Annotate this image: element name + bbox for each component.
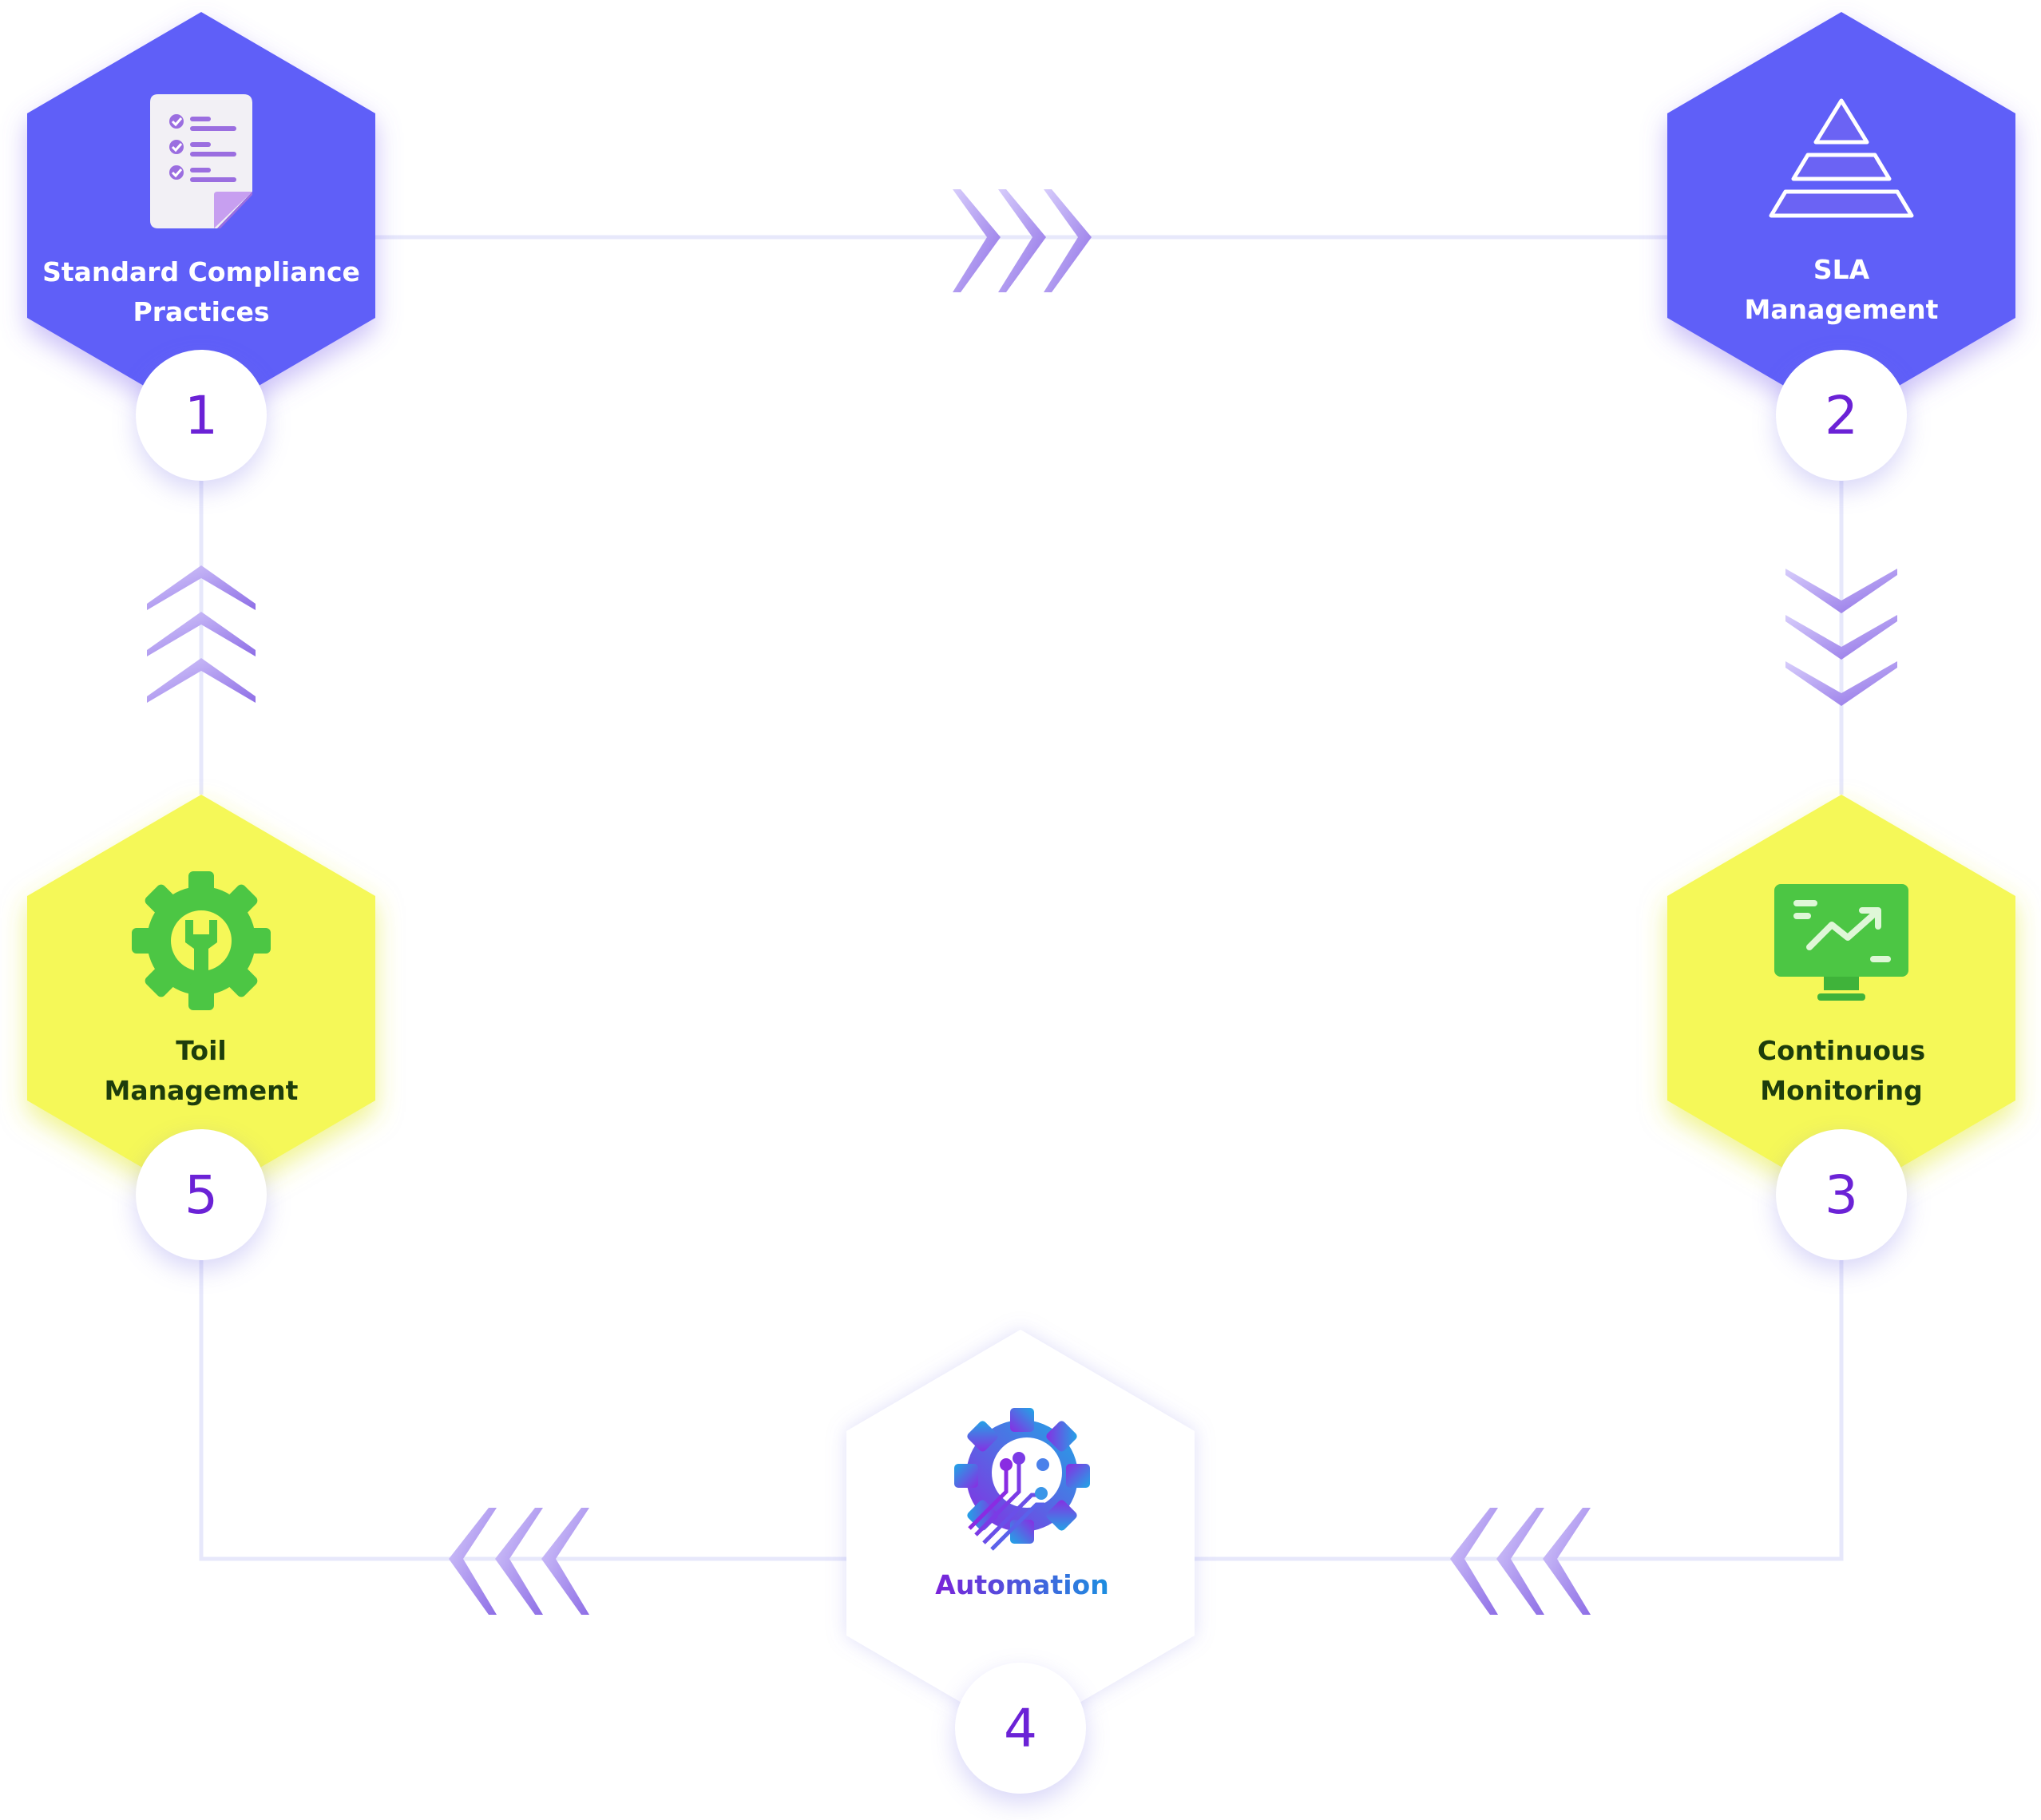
pyramid-icon (1769, 98, 1914, 218)
step-4-label-line1: Automation (935, 1565, 1108, 1605)
step-3-label: Continuous Monitoring (1666, 1031, 2017, 1111)
arrow-left-bottom-left (449, 1508, 589, 1615)
step-1-number-badge: 1 (136, 350, 267, 481)
step-2-number: 2 (1825, 384, 1858, 446)
monitor-trend-chart-icon (1774, 884, 1908, 1001)
step-5-number: 5 (184, 1164, 218, 1226)
connector-left-lower (199, 1260, 848, 1561)
step-2-label-line2: Management (1744, 294, 1939, 325)
step-1-label-line1: Standard Compliance (42, 256, 360, 287)
arrow-down-right (1785, 569, 1897, 706)
step-1-number: 1 (184, 384, 218, 446)
arrow-left-bottom-right (1450, 1508, 1591, 1615)
checklist-document-icon (150, 94, 252, 228)
step-2-label-line1: SLA (1813, 254, 1870, 285)
step-4-label: Automation (846, 1565, 1198, 1605)
step-3-number: 3 (1825, 1164, 1858, 1226)
step-3-label-line2: Monitoring (1760, 1075, 1923, 1106)
step-5-label-line1: Toil (176, 1035, 227, 1066)
step-1-label: Standard Compliance Practices (26, 252, 377, 332)
step-2-label: SLA Management (1666, 250, 2017, 330)
step-1-label-line2: Practices (133, 296, 270, 327)
arrow-up-left (147, 565, 256, 703)
connector-right-lower (1195, 1260, 1844, 1561)
step-4-number-badge: 4 (955, 1663, 1086, 1794)
step-4-number: 4 (1004, 1697, 1037, 1759)
step-3-label-line1: Continuous (1757, 1035, 1926, 1066)
step-5-number-badge: 5 (136, 1129, 267, 1260)
connector-lines (199, 235, 1844, 1561)
arrow-right-top (953, 189, 1092, 292)
gear-circuit-icon (954, 1408, 1090, 1551)
gear-wrench-icon (132, 871, 271, 1010)
step-2-number-badge: 2 (1776, 350, 1907, 481)
step-3-number-badge: 3 (1776, 1129, 1907, 1260)
step-5-label: Toil Management (26, 1031, 377, 1111)
step-5-label-line2: Management (104, 1075, 299, 1106)
